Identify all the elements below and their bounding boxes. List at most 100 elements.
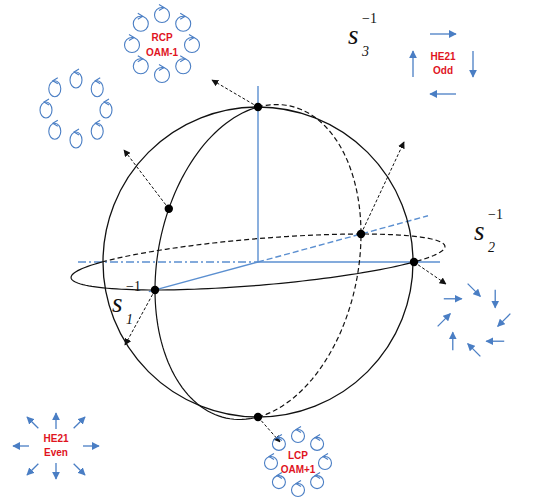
leader-arrow [212,80,258,107]
rotation-arrowhead [129,35,134,41]
rotation-arrowhead [277,434,282,440]
polarization-circle [125,38,140,53]
field-arrow [27,464,38,475]
leader-arrow [124,150,169,209]
state-label: Even [44,448,68,458]
rotation-arrowhead [95,78,100,84]
polarization-circle [155,68,170,83]
axis-subscript: 3 [362,45,369,59]
rotation-arrowhead [296,427,301,433]
field-arrow [498,314,511,327]
field-arrow [83,445,99,446]
axis-letter: s [112,290,123,317]
axis-superscript: −1 [362,12,377,26]
state-label: RCP [151,33,172,43]
polarization-circle [176,59,191,74]
state-label: HE21 [430,52,455,62]
state-label: OAM+1 [281,465,316,475]
field-arrow [438,314,451,327]
field-arrow [468,344,481,357]
polarization-circle [311,476,324,489]
polarization-circle [176,16,191,31]
field-arrow [495,290,496,308]
rotation-arrowhead [104,99,109,105]
polarization-circle [100,102,112,118]
field-arrow [472,51,473,77]
axis-subscript: 2 [488,241,495,255]
s1-axis [149,262,258,292]
lcp-oam-ring [265,427,332,497]
rcp-oam-ring [125,5,200,83]
equator-back [102,234,445,262]
state-dot [254,103,262,111]
polarization-circle [292,430,305,443]
field-arrow [55,413,56,429]
rotation-arrowhead [180,56,185,62]
axis-subscript: 1 [126,313,133,327]
polarization-circle [272,437,285,450]
polarization-circle [319,457,332,470]
axis-superscript: −1 [126,280,141,294]
rotation-arrowhead [74,69,79,75]
equator-front [71,262,414,290]
leader-arrow [414,262,446,284]
rotation-arrowhead [189,35,194,41]
field-arrow [74,417,85,428]
polarization-circle [155,8,170,23]
polarization-circle [70,72,82,88]
polarization-circle [272,476,285,489]
state-dot [254,413,262,421]
rotation-arrowhead [159,65,164,71]
polarization-circle [292,484,305,497]
field-arrow [27,417,38,428]
axis-letter: s [348,22,359,49]
field-arrow [55,463,56,479]
sphere-outline [103,107,413,417]
leader-arrow [361,142,404,234]
polarization-circle [91,81,103,97]
state-label: LCP [288,451,308,461]
field-arrow [74,464,85,475]
field-arrow [444,298,462,299]
polarization-circle [49,123,61,139]
field-arrow [452,332,453,350]
elliptical-ring [40,69,112,148]
rotation-arrowhead [138,13,143,19]
rotation-arrowhead [315,434,320,440]
state-dot [357,230,365,238]
polarization-circle [40,102,52,118]
s1-axis-back [258,216,428,262]
leader-arrow [125,290,155,345]
state-dot [165,205,173,213]
meridian-back [258,105,361,417]
sphere [71,80,446,442]
state-label: Odd [433,66,453,76]
rotation-arrowhead [74,129,79,135]
rotation-arrowhead [159,5,164,11]
polarization-circle [91,123,103,139]
meridian-front [155,107,258,419]
field-arrow [13,445,29,446]
rotation-arrowhead [95,120,100,126]
rotation-arrowhead [180,13,185,19]
rotation-arrowhead [53,120,58,126]
field-arrow [412,51,413,77]
rotation-arrowhead [315,473,320,479]
state-dot [410,258,418,266]
rotation-arrowhead [44,99,49,105]
field-arrow [468,284,481,297]
field-arrow [430,33,456,34]
state-dot [151,286,159,294]
polarization-circle [133,59,148,74]
rotation-arrowhead [323,454,328,460]
field-arrow [486,341,504,342]
polarization-circle [185,38,200,53]
s3-axis [257,86,258,262]
polarization-circle [311,437,324,450]
axis-superscript: −1 [488,208,503,222]
polarization-circle [70,132,82,148]
rotation-arrowhead [138,56,143,62]
field-arrow [430,93,456,94]
